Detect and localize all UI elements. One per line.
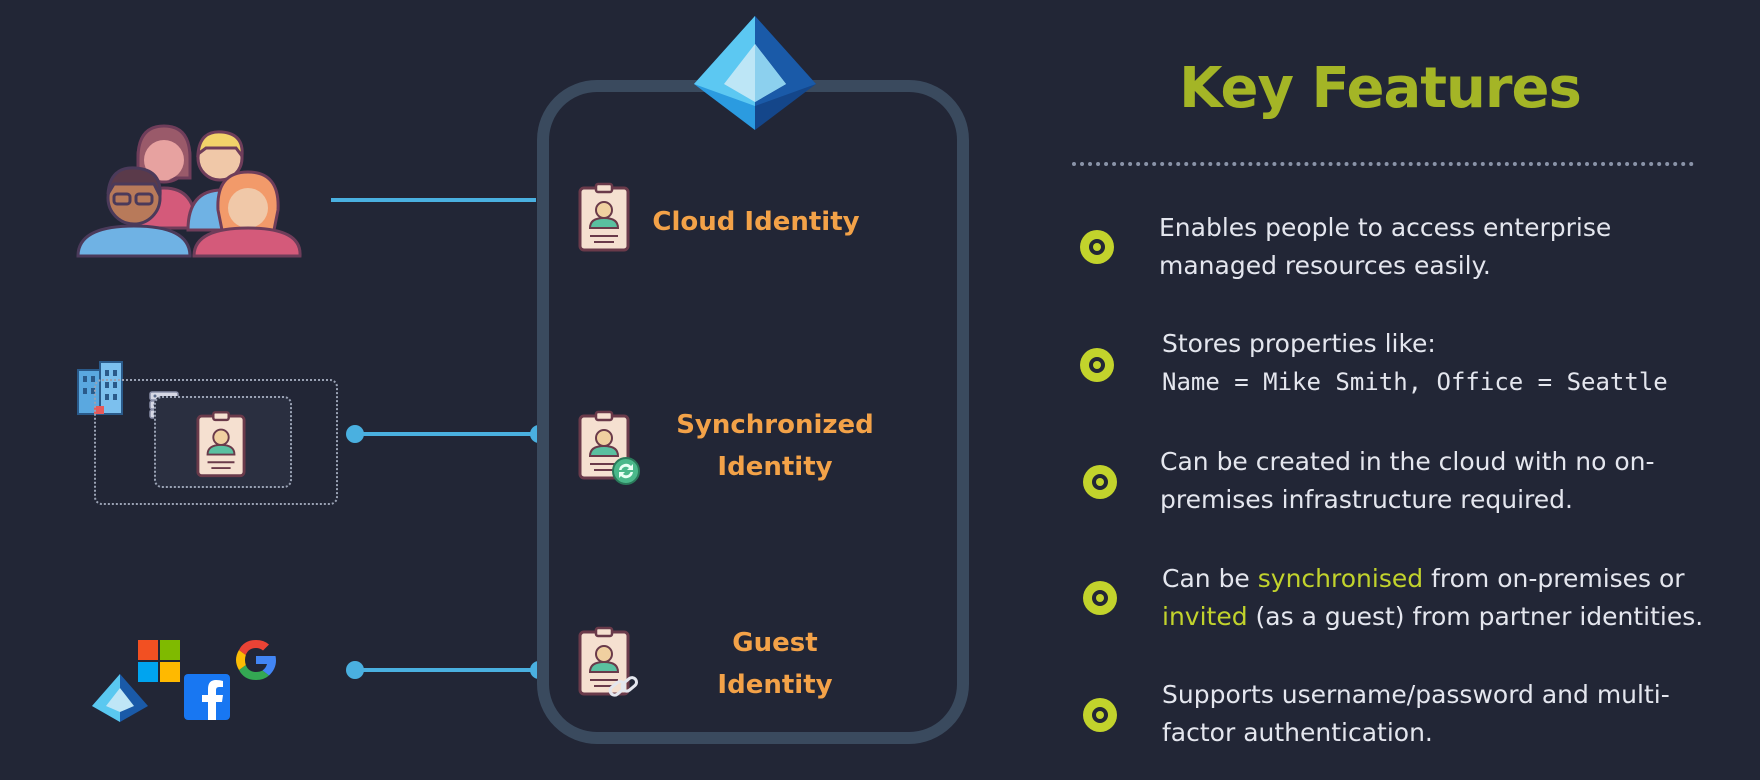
id-badge-icon (578, 182, 630, 252)
bullet-icon (1083, 698, 1117, 732)
title-divider (1072, 162, 1694, 166)
key-features-title: Key Features (1179, 56, 1582, 121)
google-icon (236, 640, 276, 680)
bullet-icon (1080, 348, 1114, 382)
on-premises-boundary (94, 379, 338, 505)
bullet-icon (1083, 465, 1117, 499)
id-badge-icon (196, 411, 246, 478)
building-icon (77, 361, 123, 415)
connector-line-guest (355, 668, 539, 672)
highlight-invited: invited (1162, 602, 1248, 631)
guest-identity-label: Guest Identity (717, 628, 833, 700)
bullet-icon (1080, 230, 1114, 264)
sync-icon (612, 457, 640, 485)
facebook-icon (184, 674, 230, 720)
cloud-identity-label: Cloud Identity (652, 207, 860, 237)
feature-item-1: Enables people to access enterprise mana… (1159, 213, 1612, 280)
link-icon (608, 676, 639, 697)
connector-line-cloud (331, 198, 536, 202)
feature-item-5: Supports username/password and multi- fa… (1162, 680, 1670, 747)
feature-item-4: Can be synchronised from on-premises or … (1162, 564, 1704, 631)
feature-item-3: Can be created in the cloud with no on- … (1160, 447, 1655, 514)
azure-ad-logo-icon (694, 16, 816, 130)
connector-line-sync (355, 432, 539, 436)
people-group-icon (76, 124, 302, 258)
synchronized-identity-label: Synchronized Identity (676, 410, 874, 482)
feature-item-2: Stores properties like: Name = Mike Smit… (1162, 329, 1668, 396)
bullet-icon (1083, 581, 1117, 615)
azure-ad-icon (92, 674, 148, 722)
highlight-synchronised: synchronised (1257, 564, 1424, 593)
microsoft-icon (138, 640, 180, 682)
id-badge-icon (578, 626, 630, 696)
